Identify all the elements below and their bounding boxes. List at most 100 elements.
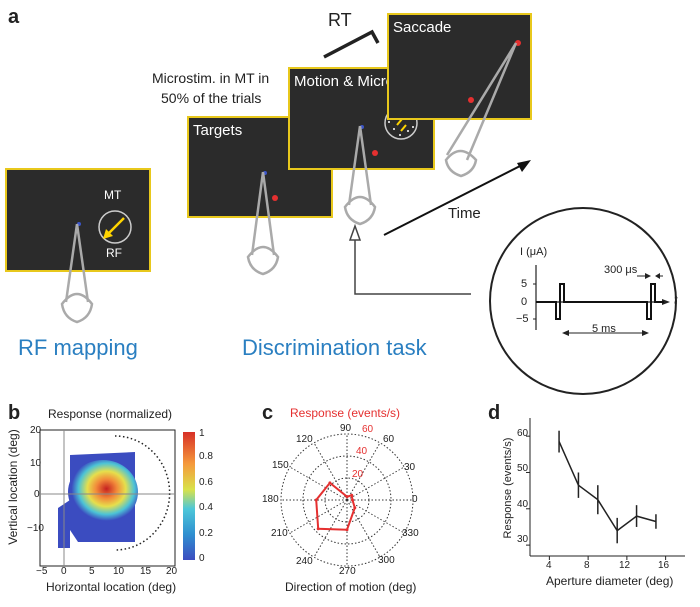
panel-d-letter: d bbox=[488, 402, 501, 424]
colorbar bbox=[183, 432, 195, 560]
time-arrow bbox=[383, 163, 525, 236]
polar-grid-spoke bbox=[346, 466, 405, 501]
targets-screen-title: Targets bbox=[193, 122, 243, 139]
c-angle-label: 240 bbox=[296, 556, 313, 567]
polar-point bbox=[345, 528, 349, 532]
c-angle-label: 150 bbox=[272, 460, 289, 471]
discrimination-task-label: Discrimination task bbox=[242, 335, 427, 360]
colorbar-tick: 0.4 bbox=[199, 502, 213, 513]
b-xtick: −5 bbox=[36, 566, 48, 577]
polar-plot bbox=[280, 433, 414, 567]
pulse-waveform bbox=[536, 283, 664, 320]
polar-point bbox=[328, 481, 332, 485]
polar-point bbox=[351, 498, 354, 502]
panel-c-letter: c bbox=[262, 402, 274, 424]
d-xtick: 8 bbox=[584, 560, 590, 571]
size-tuning-curve bbox=[558, 441, 657, 532]
eye-figures bbox=[60, 29, 531, 324]
panel-b-title: Response (normalized) bbox=[48, 407, 173, 421]
colorbar-tick: 0.6 bbox=[199, 477, 213, 488]
polar-point bbox=[353, 506, 357, 510]
target-dot bbox=[468, 97, 474, 103]
d-xtick: 4 bbox=[546, 560, 552, 571]
stimulation-inset bbox=[489, 207, 677, 395]
polar-grid-spoke bbox=[289, 466, 348, 501]
heatmap-hotspot bbox=[68, 460, 138, 524]
c-radial-label: 40 bbox=[356, 446, 368, 457]
c-angle-label: 0 bbox=[412, 494, 418, 505]
target-dot bbox=[272, 195, 278, 201]
polar-grid-spoke bbox=[346, 442, 381, 501]
b-xtick: 10 bbox=[113, 566, 125, 577]
inset-ytick-5: 5 bbox=[521, 278, 528, 290]
c-angle-label: 180 bbox=[262, 494, 279, 505]
b-xtick: 15 bbox=[140, 566, 152, 577]
b-ytick: −10 bbox=[27, 523, 44, 534]
d-ytick: 40 bbox=[517, 499, 529, 510]
c-angle-label: 270 bbox=[339, 566, 356, 577]
d-ytick: 30 bbox=[517, 534, 529, 545]
c-xlabel: Direction of motion (deg) bbox=[285, 580, 417, 594]
time-arrow-head bbox=[517, 160, 531, 172]
microstim-note-line1: Microstim. in MT in bbox=[152, 70, 270, 86]
polar-tuning-curve bbox=[315, 481, 356, 531]
inset-interval: 5 ms bbox=[592, 323, 616, 335]
target-dot bbox=[372, 150, 378, 156]
colorbar-tick: 0 bbox=[199, 553, 205, 564]
d-ylabel: Response (events/s) bbox=[502, 437, 514, 539]
b-ytick: 0 bbox=[34, 489, 40, 500]
polar-grid-ring bbox=[280, 433, 414, 567]
b-ylabel: Vertical location (deg) bbox=[6, 429, 20, 545]
colorbar-tick: 0.8 bbox=[199, 451, 213, 462]
c-radial-label: 20 bbox=[352, 469, 364, 480]
polar-grid-ring bbox=[302, 455, 392, 545]
c-angle-label: 60 bbox=[383, 434, 395, 445]
d-ytick: 60 bbox=[517, 428, 529, 439]
b-xtick: 5 bbox=[89, 566, 95, 577]
motion-dots bbox=[396, 118, 407, 132]
rf-circle bbox=[98, 210, 132, 244]
size-tuning-plot bbox=[526, 418, 685, 560]
polar-point bbox=[314, 498, 318, 502]
polar-point bbox=[350, 493, 354, 497]
panel-b-letter: b bbox=[8, 402, 21, 424]
c-angle-label: 330 bbox=[402, 528, 419, 539]
connector-arrow-head bbox=[348, 223, 362, 241]
inset-ylabel: I (μA) bbox=[520, 246, 548, 258]
d-xlabel: Aperture diameter (deg) bbox=[546, 574, 674, 588]
d-xtick: 16 bbox=[658, 560, 670, 571]
c-angle-label: 30 bbox=[404, 462, 416, 473]
c-angle-label: 120 bbox=[296, 434, 313, 445]
rf-label: RF bbox=[106, 246, 122, 260]
c-radial-label: 60 bbox=[362, 424, 374, 435]
panel-c-title: Response (events/s) bbox=[290, 406, 401, 420]
rf-heatmap bbox=[39, 429, 195, 567]
b-xtick: 20 bbox=[166, 566, 178, 577]
saccade-screen-title: Saccade bbox=[393, 19, 452, 36]
polar-grid-spoke bbox=[346, 499, 381, 558]
b-xlabel: Horizontal location (deg) bbox=[46, 580, 177, 594]
c-angle-label: 90 bbox=[340, 423, 352, 434]
rt-label: RT bbox=[328, 10, 352, 30]
d-ytick: 50 bbox=[517, 463, 529, 474]
mt-label: MT bbox=[104, 188, 122, 202]
b-ytick: 20 bbox=[30, 425, 42, 436]
colorbar-tick: 1 bbox=[199, 428, 205, 439]
b-xtick: 0 bbox=[61, 566, 67, 577]
colorbar-tick: 0.2 bbox=[199, 528, 213, 539]
polar-grid-spoke bbox=[289, 499, 348, 534]
inset-ytick-0: 0 bbox=[521, 296, 528, 308]
d-xtick: 12 bbox=[619, 560, 631, 571]
time-label: Time bbox=[448, 205, 481, 222]
saccade-screen: Saccade bbox=[387, 13, 532, 120]
rf-mapping-screen: MT RF bbox=[5, 168, 151, 272]
c-angle-label: 300 bbox=[378, 555, 395, 566]
c-angle-label: 210 bbox=[271, 528, 288, 539]
polar-point bbox=[345, 495, 349, 499]
rt-bracket bbox=[323, 29, 380, 59]
microstim-connector bbox=[354, 240, 471, 295]
polar-grid-spoke bbox=[346, 499, 405, 534]
motion-arrow-shaft bbox=[106, 217, 125, 236]
rf-mapping-label: RF mapping bbox=[18, 335, 138, 360]
panel-a-letter: a bbox=[8, 6, 20, 28]
